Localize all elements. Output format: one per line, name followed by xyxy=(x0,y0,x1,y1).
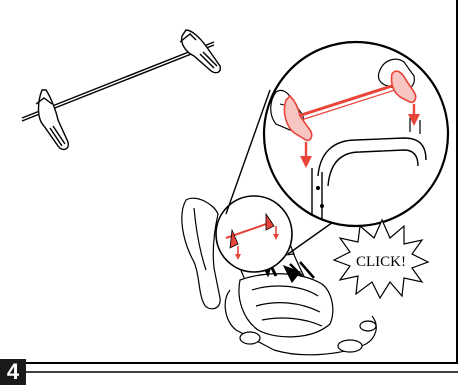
click-label: CLICK! xyxy=(356,254,406,270)
step-frame xyxy=(0,0,458,364)
bumper-bar-part xyxy=(21,29,222,151)
attachment-point-circle xyxy=(215,195,293,273)
down-arrow xyxy=(300,142,312,168)
click-starburst: CLICK! xyxy=(332,218,430,300)
zoom-circle xyxy=(262,40,450,228)
down-arrow-right xyxy=(408,104,420,126)
step-number: 4 xyxy=(0,359,26,385)
